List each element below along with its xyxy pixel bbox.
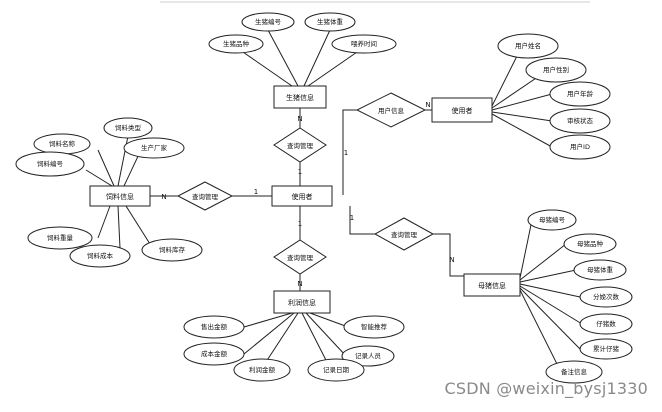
attr-feed-type-label: 饲料类型 [115,123,142,132]
attr-feed-weight-label: 饲料重量 [47,233,74,242]
attr-profit-smart-recommend-label: 智能推荐 [361,322,388,331]
entity-user-main-label: 使用者 [292,192,313,201]
relation-user-info[interactable] [355,92,427,128]
relation-pig-manage-label: 查询管理 [287,141,314,150]
cardinality-profit-bottom: N [297,280,302,288]
attr-sow-breed [563,233,617,255]
attr-profit-sales-amount [183,315,245,339]
attr-pig-id-label: 生猪编号 [255,17,282,26]
attr-user-id-label: 用户ID [570,142,590,151]
attr-user-age [549,81,611,107]
cardinality-pig-bottom: 1 [298,168,302,176]
attr-feed-id-label: 饲料编号 [37,159,64,168]
attr-feed-id [15,151,85,177]
attr-profit-cost-amount-label: 成本金额 [201,349,228,358]
attr-sow-delivery-count-label: 分娩次数 [593,292,620,301]
attr-feed-weight [27,226,93,250]
attr-pig-id [241,12,295,32]
attr-sow-id-label: 母猪编号 [539,215,566,224]
attr-user-name-label: 用户姓名 [515,41,541,50]
attr-sow-remarks-label: 备注信息 [561,367,588,376]
cardinality-labels: N 1 1 N N 1 1 N 1 N [161,101,454,288]
attr-feed-stock-label: 饲料库存 [159,245,186,254]
attr-user-id [549,134,611,160]
relation-user-info-label: 用户信息 [378,106,405,115]
attr-user-gender [525,57,587,83]
attr-user-audit-status-label: 审核状态 [567,116,594,125]
attr-user-audit-status [549,108,611,134]
attr-feed-cost-label: 饲料成本 [87,251,114,260]
attr-sow-weight [573,259,627,281]
attr-feed-manufacturer [123,137,185,159]
attr-pig-feeding-time-label: 喂养时间 [351,39,377,48]
attr-pig-weight-label: 生猪体重 [317,17,344,26]
entity-user-right-label: 使用者 [452,106,473,115]
attr-profit-amount [233,358,291,382]
entity-feed-info-label: 饲料信息 [106,192,134,201]
attr-sow-piglet-count [579,313,633,335]
attr-pig-breed [208,34,264,54]
cardinality-profit-top: 1 [298,220,302,228]
relation-sow-manage[interactable] [373,217,435,251]
attr-pig-breed-label: 生猪品种 [223,39,250,48]
attr-profit-cost-amount [183,342,245,366]
cardinality-user-left: 1 [344,149,348,157]
cardinality-sow-bottom: N [449,256,454,264]
cardinality-sow-top: 1 [350,214,354,222]
relation-feed-manage-label: 查询管理 [192,192,219,201]
attr-profit-record-date [307,358,365,382]
attr-sow-breed-label: 母猪品种 [577,239,604,248]
attr-sow-delivery-count [579,286,633,308]
cardinality-feed-left: N [161,193,166,201]
attr-user-age-label: 用户年龄 [567,89,594,98]
attr-feed-type [103,117,153,139]
attr-sow-remarks [545,360,603,384]
attr-sow-id [527,209,577,231]
entity-pig-info[interactable] [273,85,327,109]
relation-feed-manage[interactable] [176,181,234,211]
entity-user-right[interactable] [431,97,493,123]
attr-feed-cost [69,244,131,268]
attr-pig-feeding-time [331,34,397,54]
entity-pig-info-label: 生猪信息 [286,93,314,102]
attr-profit-amount-label: 利润金额 [249,365,276,374]
attr-profit-smart-recommend [343,315,405,339]
attr-profit-recorder-label: 记录人员 [355,352,382,360]
attr-user-gender-label: 用户性别 [543,65,569,74]
attr-profit-recorder [341,345,395,367]
attr-sow-total-piglets-label: 累计仔猪 [593,344,620,353]
watermark: CSDN @weixin_bysj1330 [444,379,648,398]
entity-user-main[interactable] [271,185,333,207]
relation-profit-manage[interactable] [273,239,327,275]
cardinality-pig-top: N [297,115,302,123]
relation-profit-manage-label: 查询管理 [287,253,314,262]
attr-sow-weight-label: 母猪体重 [587,265,614,274]
connector-lines [85,29,583,371]
attr-feed-manufacturer-label: 生产厂家 [141,143,168,152]
entity-feed-info[interactable] [89,185,151,207]
attr-sow-total-piglets [579,338,633,360]
entity-sow-info-label: 母猪信息 [478,281,506,290]
attr-user-name [497,33,559,59]
entity-profit-info-label: 利润信息 [288,298,316,307]
attr-sow-piglet-count-label: 仔猪数 [596,319,616,328]
attr-feed-stock [141,238,203,262]
attr-profit-record-date-label: 记录日期 [323,366,350,374]
entity-profit-info[interactable] [273,290,331,314]
attr-profit-sales-amount-label: 售出金额 [201,322,228,331]
cardinality-user-right: N [425,101,430,109]
relation-sow-manage-label: 查询管理 [391,230,418,239]
attr-pig-weight [304,12,356,32]
cardinality-feed-right: 1 [254,188,258,196]
entity-sow-info[interactable] [463,273,521,297]
attr-feed-name-label: 饲料名称 [49,139,76,148]
relation-pig-manage[interactable] [273,127,327,163]
